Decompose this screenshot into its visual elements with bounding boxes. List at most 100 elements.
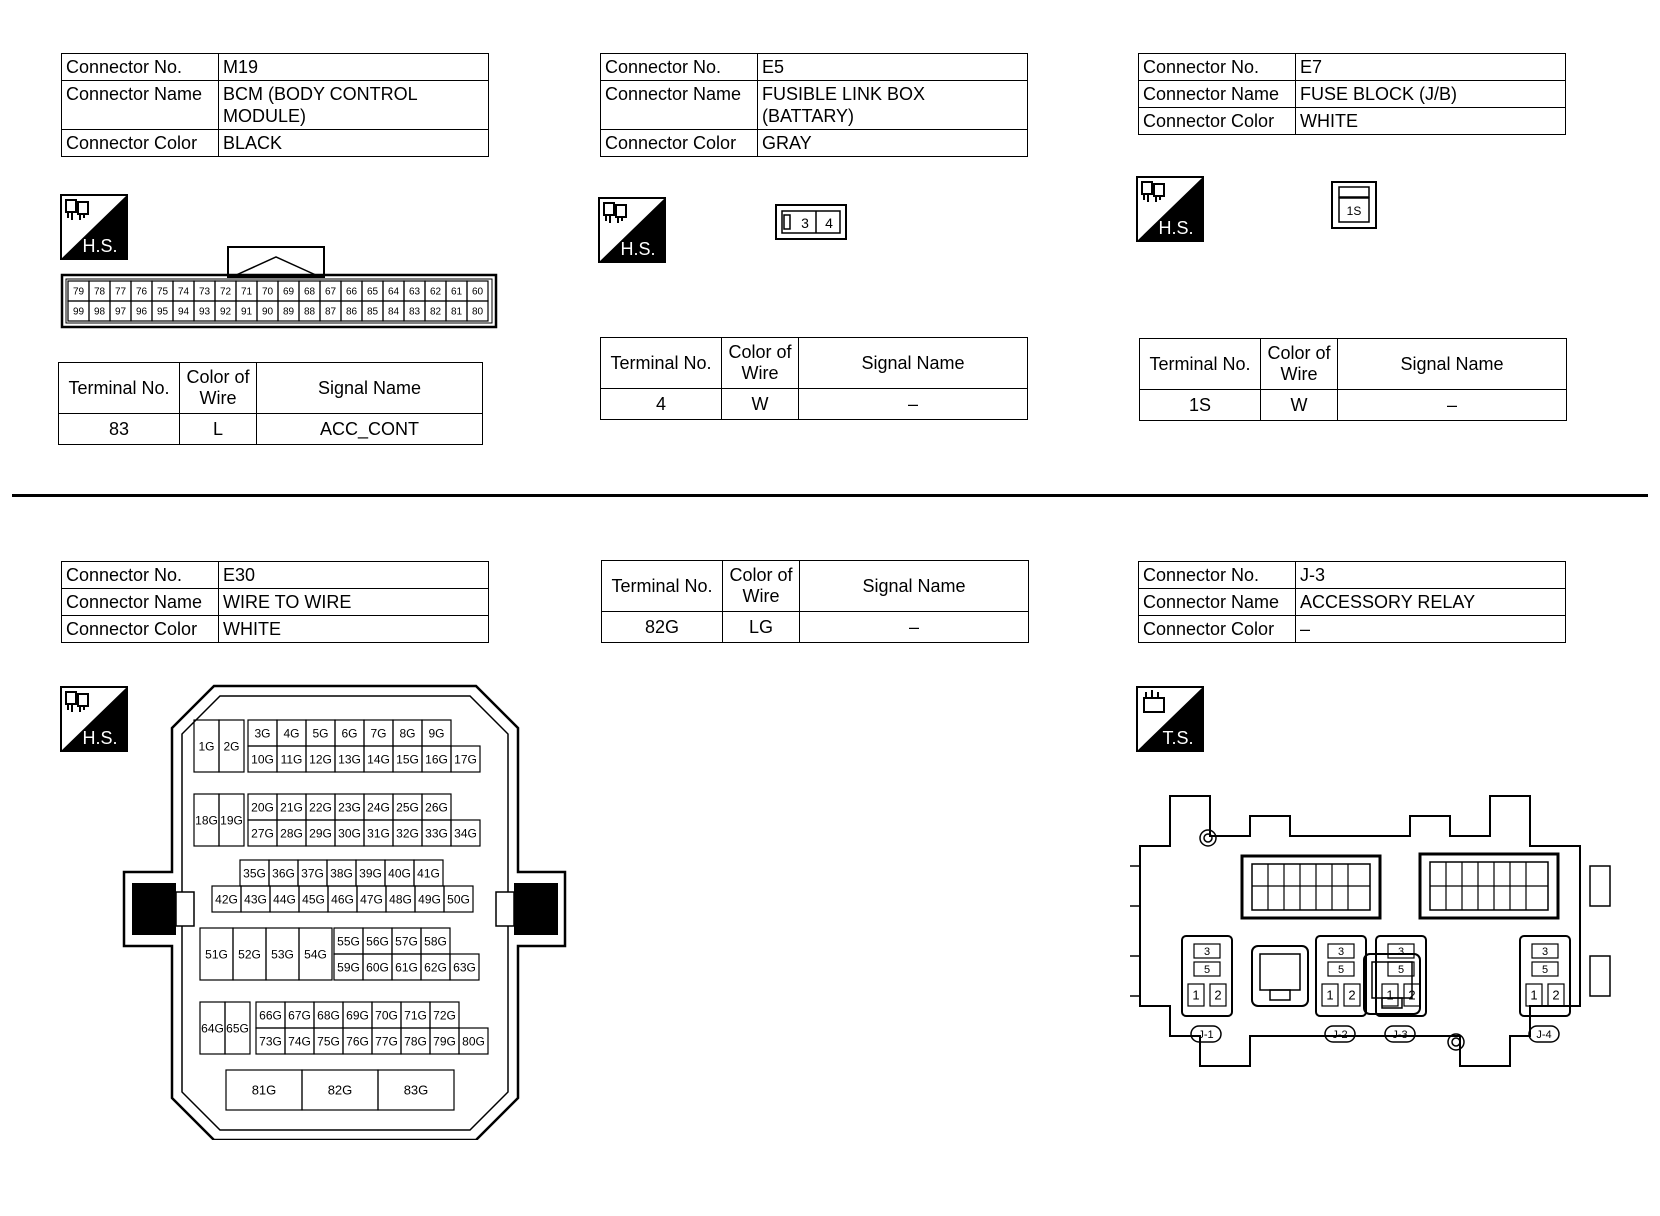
pin-label: 9G — [428, 726, 444, 740]
e5-connector-face: 3 4 — [775, 204, 847, 240]
pin-label: 82 — [430, 307, 442, 318]
section-divider — [12, 494, 1648, 497]
pin-label: 54G — [304, 947, 327, 961]
label: Connector Name — [600, 80, 758, 130]
pin-label: 8G — [399, 726, 415, 740]
pin-label: 46G — [331, 892, 354, 906]
pin-label: 81 — [451, 307, 463, 318]
pin-label: 76 — [136, 287, 148, 298]
signal-cell: ACC_CONT — [256, 413, 483, 445]
pin-label: 79 — [73, 287, 85, 298]
terminal-cell: 82G — [601, 611, 723, 643]
pin-label: 56G — [366, 934, 389, 948]
relay-socket — [1315, 935, 1367, 1017]
pin-label: 29G — [309, 826, 332, 840]
pin-cell — [449, 953, 480, 981]
pin-cell — [1327, 961, 1355, 977]
pin-label: 20G — [251, 800, 274, 814]
pin-label: 12G — [309, 752, 332, 766]
pin-label: 37G — [301, 866, 324, 880]
pin-label: 61G — [395, 960, 418, 974]
pin-label: 44G — [273, 892, 296, 906]
connector-name: WIRE TO WIRE — [218, 588, 489, 616]
pin-cell — [377, 1069, 455, 1111]
label: Connector No. — [600, 53, 758, 81]
relay-label: J-4 — [1536, 1029, 1551, 1041]
pin-label: 7G — [370, 726, 386, 740]
header-wire-2: Wire — [199, 388, 237, 408]
pin-label: 3 — [1542, 946, 1548, 958]
pin-label: 92 — [220, 307, 232, 318]
pin-label: 43G — [244, 892, 267, 906]
connector-hand-icon — [1141, 181, 1165, 202]
connector-color: WHITE — [218, 615, 489, 643]
hs-badge: H.S. — [598, 197, 666, 263]
pin-label: 70G — [375, 1008, 398, 1022]
pin-cell — [1525, 983, 1543, 1007]
pin-label: 84 — [388, 307, 400, 318]
pin-label: 63G — [453, 960, 476, 974]
label: Connector Color — [1138, 107, 1296, 135]
pin-label: 48G — [389, 892, 412, 906]
pin-cell — [1387, 943, 1415, 959]
pin-label: 75G — [317, 1034, 340, 1048]
pin-label: 74G — [288, 1034, 311, 1048]
wire-cell: W — [1260, 389, 1338, 421]
pin-label: 10G — [251, 752, 274, 766]
pin-label: 88 — [304, 307, 316, 318]
header-terminal: Terminal No. — [600, 337, 722, 389]
pin-label: 61 — [451, 287, 463, 298]
connector-color: – — [1295, 615, 1566, 643]
pin-label: 23G — [338, 800, 361, 814]
header-wire-2: Wire — [742, 586, 780, 606]
ts-badge: T.S. — [1136, 686, 1204, 752]
pin-label: 41G — [417, 866, 440, 880]
pin-label: 3 — [801, 215, 809, 231]
pin-label: 69G — [346, 1008, 369, 1022]
pin-label: 90 — [262, 307, 274, 318]
connector-no: E30 — [218, 561, 489, 589]
pin-cell — [224, 1001, 251, 1055]
pin-label: 3 — [1398, 946, 1404, 958]
pin-label: 67G — [288, 1008, 311, 1022]
pin-label: 78 — [94, 287, 106, 298]
pin-label: 39G — [359, 866, 382, 880]
pin-label: 19G — [220, 813, 243, 827]
pin-label: 5 — [1542, 964, 1548, 976]
pin-label: 38G — [330, 866, 353, 880]
terminal-cell: 83 — [58, 413, 180, 445]
connector-no: M19 — [218, 53, 489, 81]
header-wire-2: Wire — [1280, 364, 1318, 384]
pin-label: 71 — [241, 287, 253, 298]
pin-cell — [458, 1027, 489, 1055]
pin-label: 33G — [425, 826, 448, 840]
pin-label: 64G — [201, 1021, 224, 1035]
label: Connector No. — [1138, 561, 1296, 589]
pin-label: 89 — [283, 307, 295, 318]
pin-label: 34G — [454, 826, 477, 840]
pin-label: 47G — [360, 892, 383, 906]
pin-label: 83G — [404, 1083, 429, 1098]
pin-cell — [1193, 961, 1221, 977]
pin-label: 24G — [367, 800, 390, 814]
pin-label: 65G — [226, 1021, 249, 1035]
pin-label: 51G — [205, 947, 228, 961]
name-line: (BATTARY) — [762, 106, 855, 126]
pin-label: 80 — [472, 307, 484, 318]
pin-label: 69 — [283, 287, 295, 298]
pin-cell — [1387, 961, 1415, 977]
relay-socket — [1181, 935, 1233, 1017]
header-signal: Signal Name — [799, 560, 1029, 612]
connector-color: BLACK — [218, 129, 489, 157]
hs-label: H.S. — [620, 239, 655, 259]
pin-label: 87 — [325, 307, 337, 318]
pin-label: 83 — [409, 307, 421, 318]
hs-label: H.S. — [82, 728, 117, 748]
